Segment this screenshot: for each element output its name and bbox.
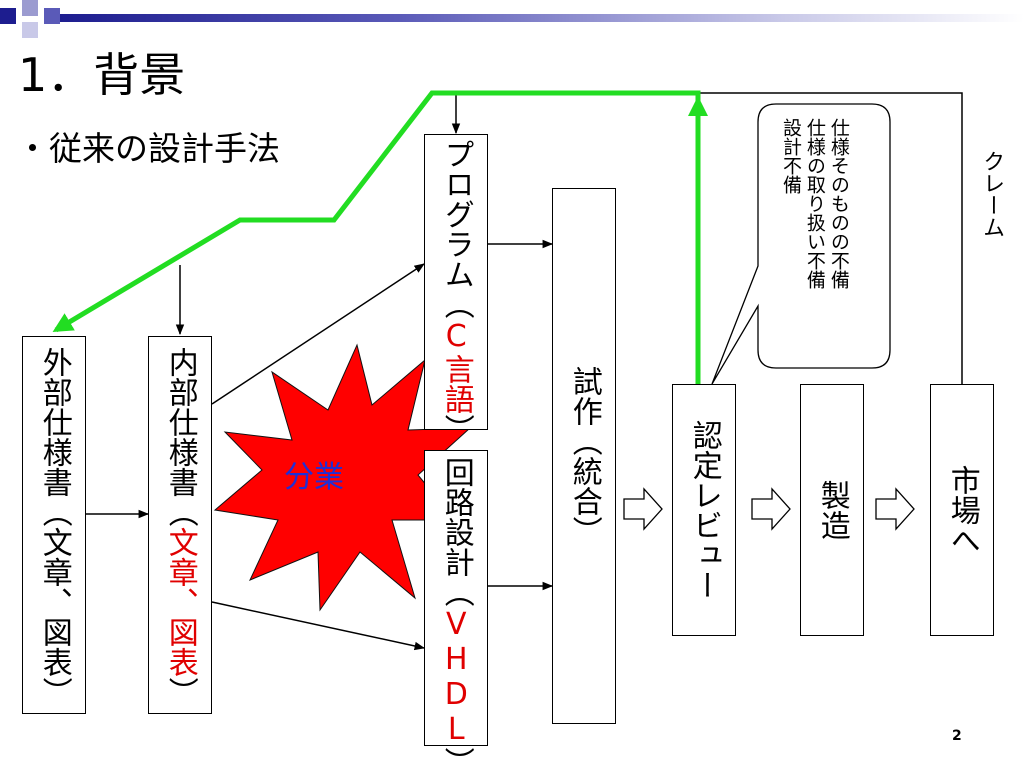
internal-spec-label: 内部仕様書（文章、図表） (162, 347, 198, 707)
callout-text: 仕様そのものの不備 仕様の取り扱い不備 設計不備 (779, 118, 850, 289)
page-number: 2 (952, 728, 962, 744)
callout-bubble (711, 103, 891, 385)
arrow-internal-to-circuit (211, 601, 426, 651)
circuit-red-text: VHDL (438, 607, 474, 747)
arrow-internal-to-program (211, 263, 425, 405)
circuit-text: 回路設計（ (438, 457, 474, 607)
header-bar (0, 0, 1024, 40)
claim-label: クレーム (979, 150, 1005, 238)
internal-spec-close: ） (162, 677, 198, 707)
slide-title: 1．背景 (18, 48, 186, 102)
external-spec-box: 外部仕様書（文章、図表） (22, 336, 86, 714)
review-label: 認定レビュー (686, 420, 722, 600)
external-spec-label: 外部仕様書（文章、図表） (36, 347, 72, 707)
block-arrow-3 (875, 487, 915, 531)
deco-square (0, 8, 16, 24)
callout-line-2: 仕様の取り扱い不備 (803, 118, 826, 289)
market-box: 市場へ (930, 384, 994, 636)
callout-line-1: 仕様そのものの不備 (827, 118, 850, 289)
division-label: 分業 (284, 460, 344, 495)
deco-square (22, 0, 38, 16)
block-arrow-1 (623, 487, 663, 531)
prototype-box: 試作（統合） (552, 188, 616, 724)
circuit-label: 回路設計（VHDL） (438, 457, 474, 777)
header-gradient (60, 14, 1024, 22)
slide-subtitle: ・従来の設計手法 (16, 129, 280, 168)
prototype-label: 試作（統合） (566, 366, 602, 546)
review-box: 認定レビュー (672, 384, 736, 636)
callout-line-3: 設計不備 (779, 118, 802, 194)
program-box: プログラム（C言語） (424, 134, 488, 444)
manufacture-box: 製造 (800, 384, 864, 636)
circuit-close: ） (438, 747, 474, 777)
deco-square (22, 22, 38, 38)
program-red-text: C言語 (438, 319, 474, 414)
market-label: 市場へ (944, 465, 980, 555)
manufacture-label: 製造 (814, 480, 850, 540)
internal-spec-text: 内部仕様書（ (162, 347, 198, 527)
program-close: ） (438, 414, 474, 444)
internal-spec-box: 内部仕様書（文章、図表） (148, 336, 212, 714)
internal-spec-red-text: 文章、図表 (162, 527, 198, 677)
program-label: プログラム（C言語） (438, 139, 474, 444)
deco-square (44, 8, 60, 24)
block-arrow-2 (751, 487, 791, 531)
circuit-box: 回路設計（VHDL） (424, 450, 488, 777)
program-text: プログラム（ (438, 139, 474, 319)
